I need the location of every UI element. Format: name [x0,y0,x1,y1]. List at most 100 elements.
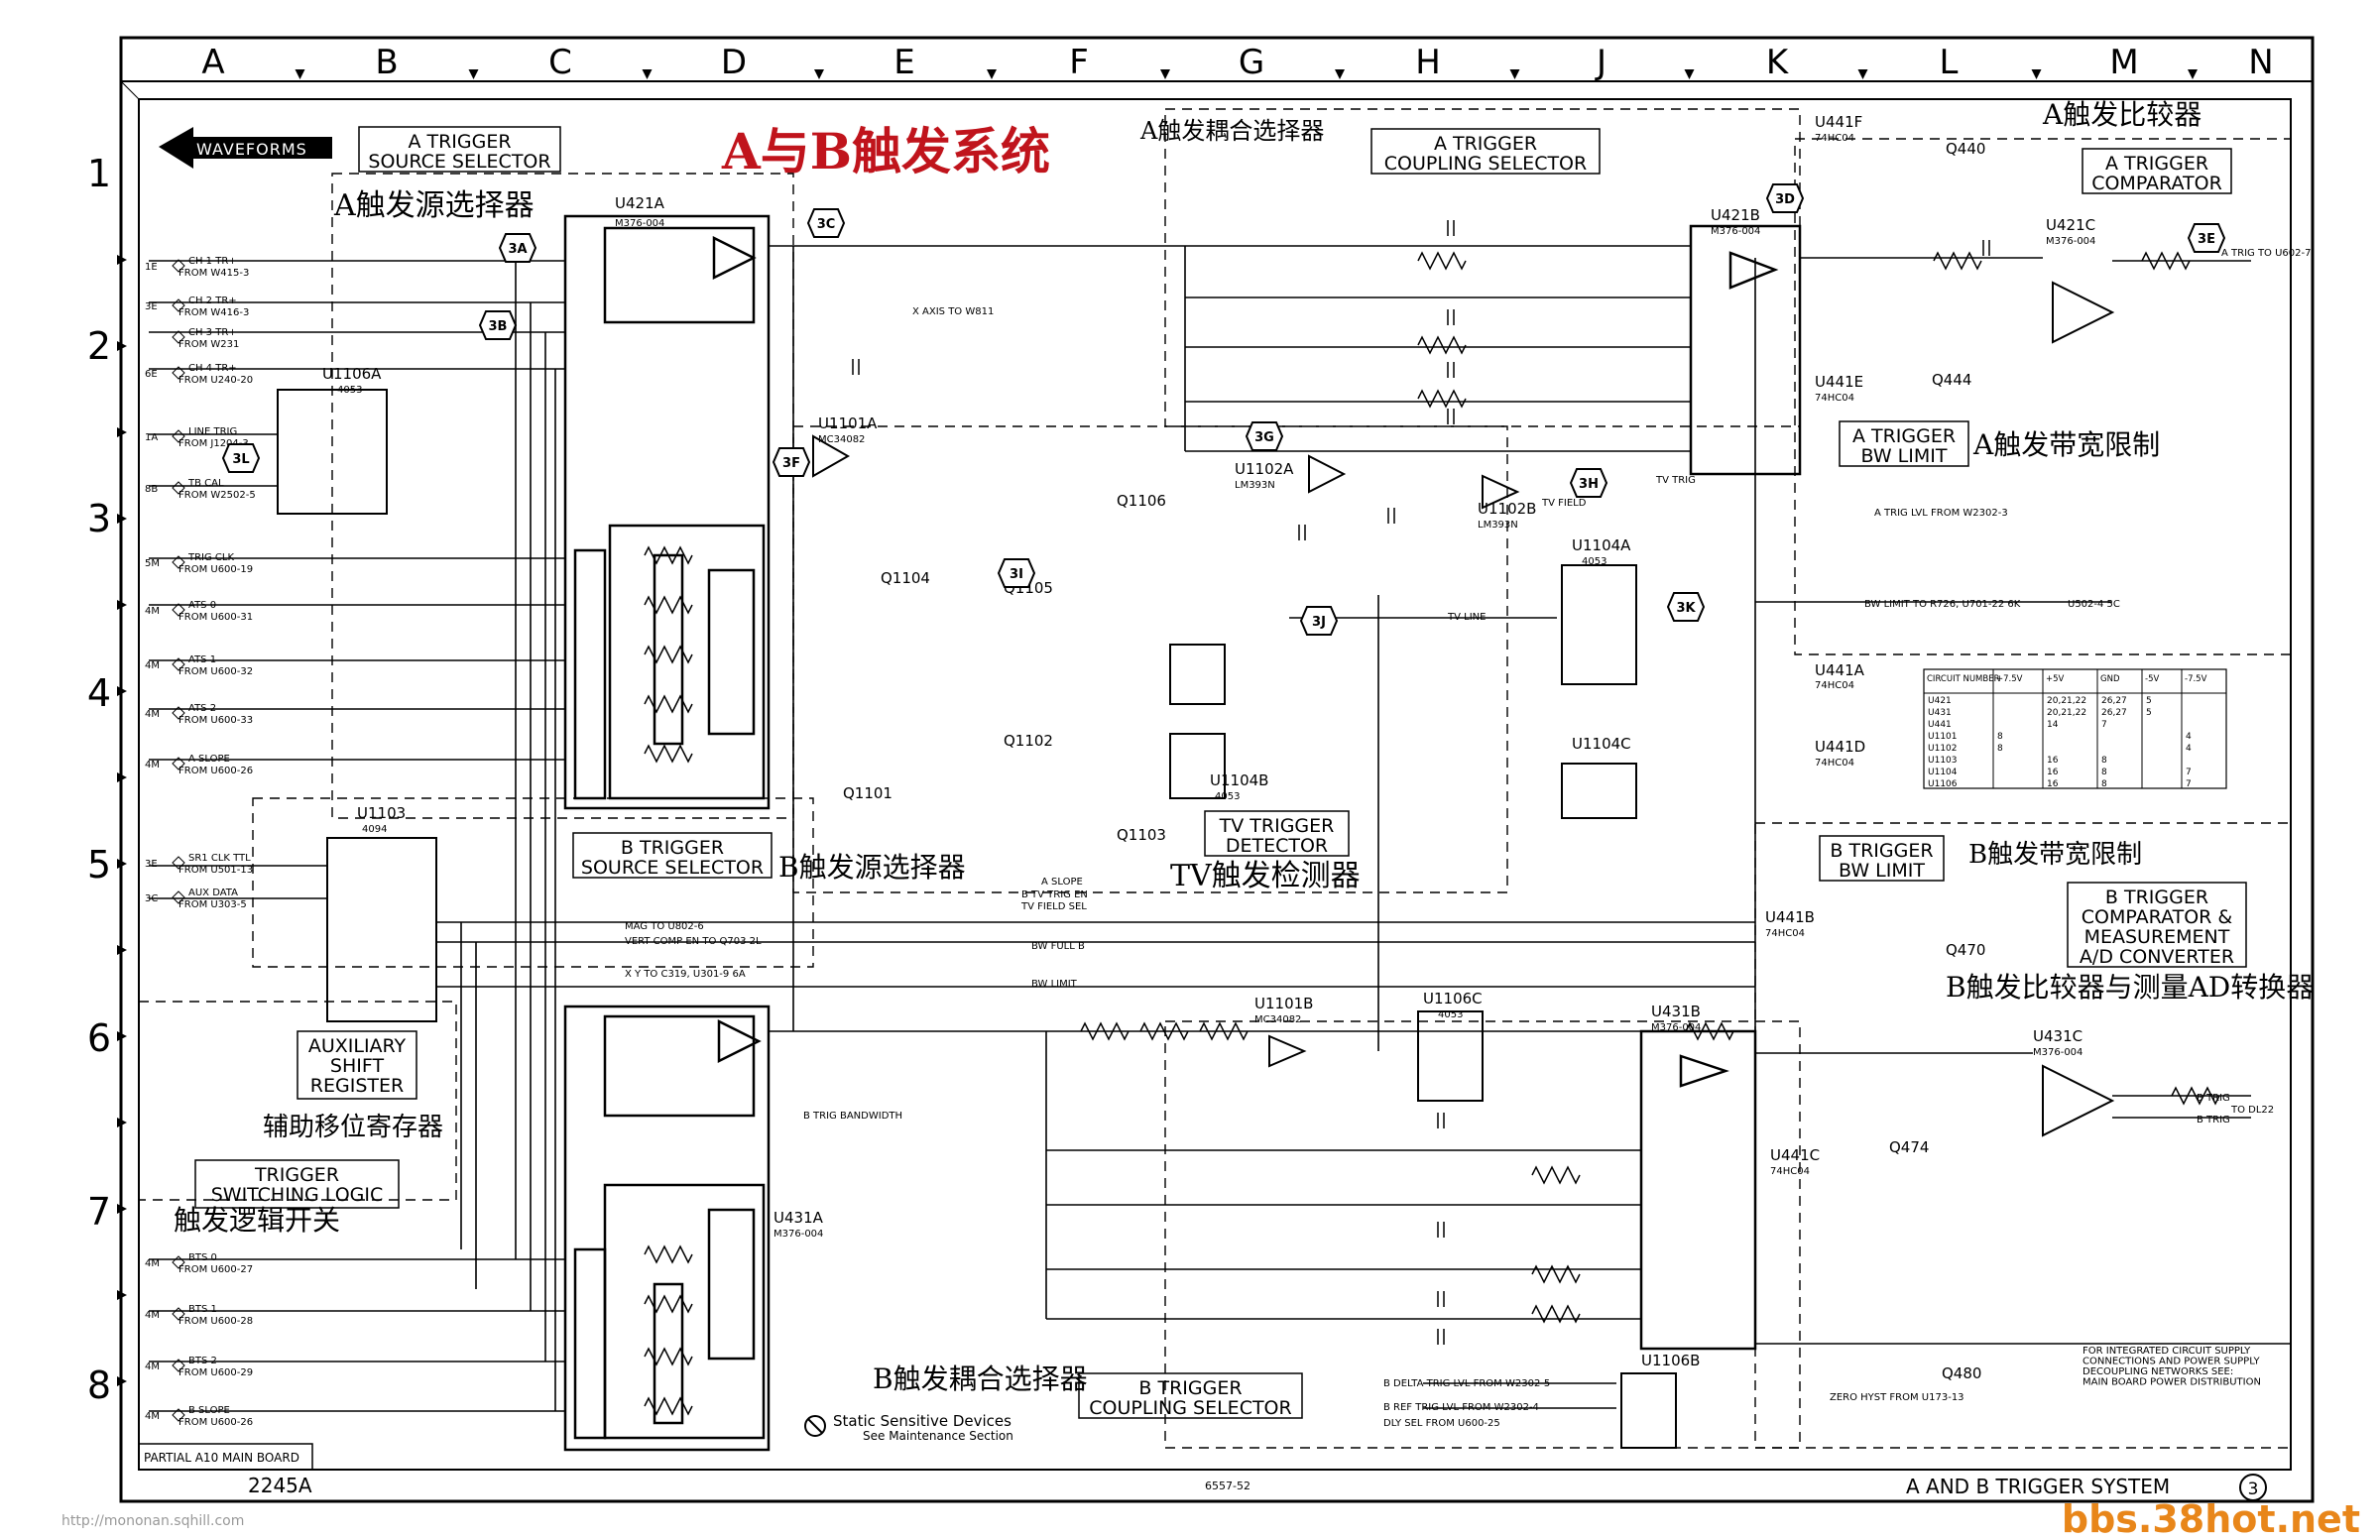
callout-label: 3E [2198,232,2215,247]
input-pin: 4M [145,1310,160,1321]
input-label: BTS 2 [188,1356,217,1366]
switching-logic-title-box [194,1159,400,1209]
input-label: AUX DATA [188,888,238,898]
signal-label: B TV TRIG EN [1021,889,1088,900]
part-number: M376-004 [774,1229,823,1240]
input-diamond [172,603,185,617]
ref-u421c: U421C [2046,216,2095,234]
watermark-left: http://mononan.sqhill.com [61,1513,244,1529]
resistor-symbol [1199,1021,1249,1041]
switching-logic-cn: 触发逻辑开关 [174,1204,340,1237]
callout-3a [498,233,537,263]
callout-label: 3B [489,319,508,334]
part-number: 4053 [1582,556,1606,567]
resistor-symbol [1417,251,1467,271]
input-from: FROM W416-3 [178,307,249,318]
supply-cell: 26,27 [2101,696,2127,706]
supply-cell: U1103 [1928,756,1958,766]
column-label-N: N [2248,43,2273,82]
ref-u1104c: U1104C [1572,735,1631,753]
ref-u1103: U1103 [357,804,406,822]
input-pin: 4M [145,709,160,720]
ref-q1104: Q1104 [881,569,930,587]
resistor-symbol [1417,389,1467,409]
supply-cell: 14 [2047,720,2059,730]
part-number: MC34082 [818,434,865,445]
column-tick [1160,69,1170,79]
resistor-symbol [644,744,693,764]
input-from: FROM U600-31 [178,612,253,623]
signal-label: B TRIG [2197,1093,2230,1104]
ref-u441e: U441E [1815,373,1863,391]
input-label: LINE TRIG [188,426,237,437]
input-diamond [172,1359,185,1372]
signal-label: X Y TO C319, U301-9 6A [625,969,746,980]
part-number: 74HC04 [1815,758,1854,769]
row-tick [117,1118,127,1127]
part-number: M376-004 [2046,236,2095,247]
supply-cell: 5 [2146,696,2152,706]
row-tick [117,772,127,782]
ref-q480: Q480 [1942,1364,1981,1382]
part-number: 4053 [1438,1009,1463,1020]
input-pin: 4M [145,1362,160,1372]
ref-q440: Q440 [1946,140,1985,158]
a-source-title-box [358,126,561,173]
ref-u1106c: U1106C [1423,990,1483,1007]
outer-frame [119,36,2315,1503]
input-diamond [172,1408,185,1422]
esd-icon [804,1415,826,1437]
row-tick [117,1376,127,1386]
callout-3g [1245,421,1284,451]
input-label: CH 2 TR+ [188,296,237,306]
signal-label: B TRIG [2197,1115,2230,1125]
callout-label: 3F [782,456,800,471]
board-box [138,1443,313,1471]
ref-u421a: U421A [615,194,665,212]
input-label: TB CAL [187,478,224,489]
input-label: SR1 CLK TTL [188,853,251,864]
supply-cell: 20,21,22 [2047,696,2086,706]
callout-label: 3K [1676,601,1696,616]
resistor-symbol [644,1347,693,1366]
column-tick [2031,69,2042,79]
row-label-2: 2 [87,324,111,368]
column-tick [1335,69,1345,79]
ref-q1102: Q1102 [1004,732,1053,750]
input-pin: 1A [145,432,158,443]
coupling-blocks [1639,224,1802,1351]
b-comparator-title-box [2067,882,2247,968]
signal-label: BW LIMIT [1031,979,1078,990]
column-tick [1857,69,1868,79]
signal-label: MAG TO U802-6 [625,921,704,932]
input-label: ATS 2 [188,703,216,714]
inner-frame [138,98,2292,1471]
signal-label: B DELTA TRIG LVL FROM W2302-5 [1383,1378,1550,1389]
resistor-symbol [1080,1021,1130,1041]
aux-shift-title-box [297,1030,417,1100]
callout-3k [1666,592,1706,622]
ref-u431c: U431C [2033,1027,2082,1045]
ref-u431a: U431A [774,1209,824,1227]
signal-label: B TRIG BANDWIDTH [803,1111,902,1122]
input-from: FROM U600-33 [178,715,253,726]
input-label: A SLOPE [188,754,230,765]
supply-cell: 26,27 [2101,708,2127,718]
row-tick [117,427,127,437]
signal-label: TV FIELD SEL [1020,901,1087,912]
input-pin: 3C [145,893,158,904]
logic-blocks [277,389,1677,1449]
ref-u1104a: U1104A [1572,536,1631,554]
supply-cell: 8 [1997,744,2003,754]
waveforms-label: WAVEFORMS [196,140,307,159]
resistor-symbol [2141,251,2191,271]
a-comparator-cn: A触发比较器 [2042,98,2202,131]
part-number: LM393N [1478,520,1518,531]
b-coupling-title-box [1078,1372,1303,1419]
input-diamond [172,259,185,273]
input-label: B SLOPE [188,1405,230,1416]
row-label-3: 3 [87,497,111,540]
